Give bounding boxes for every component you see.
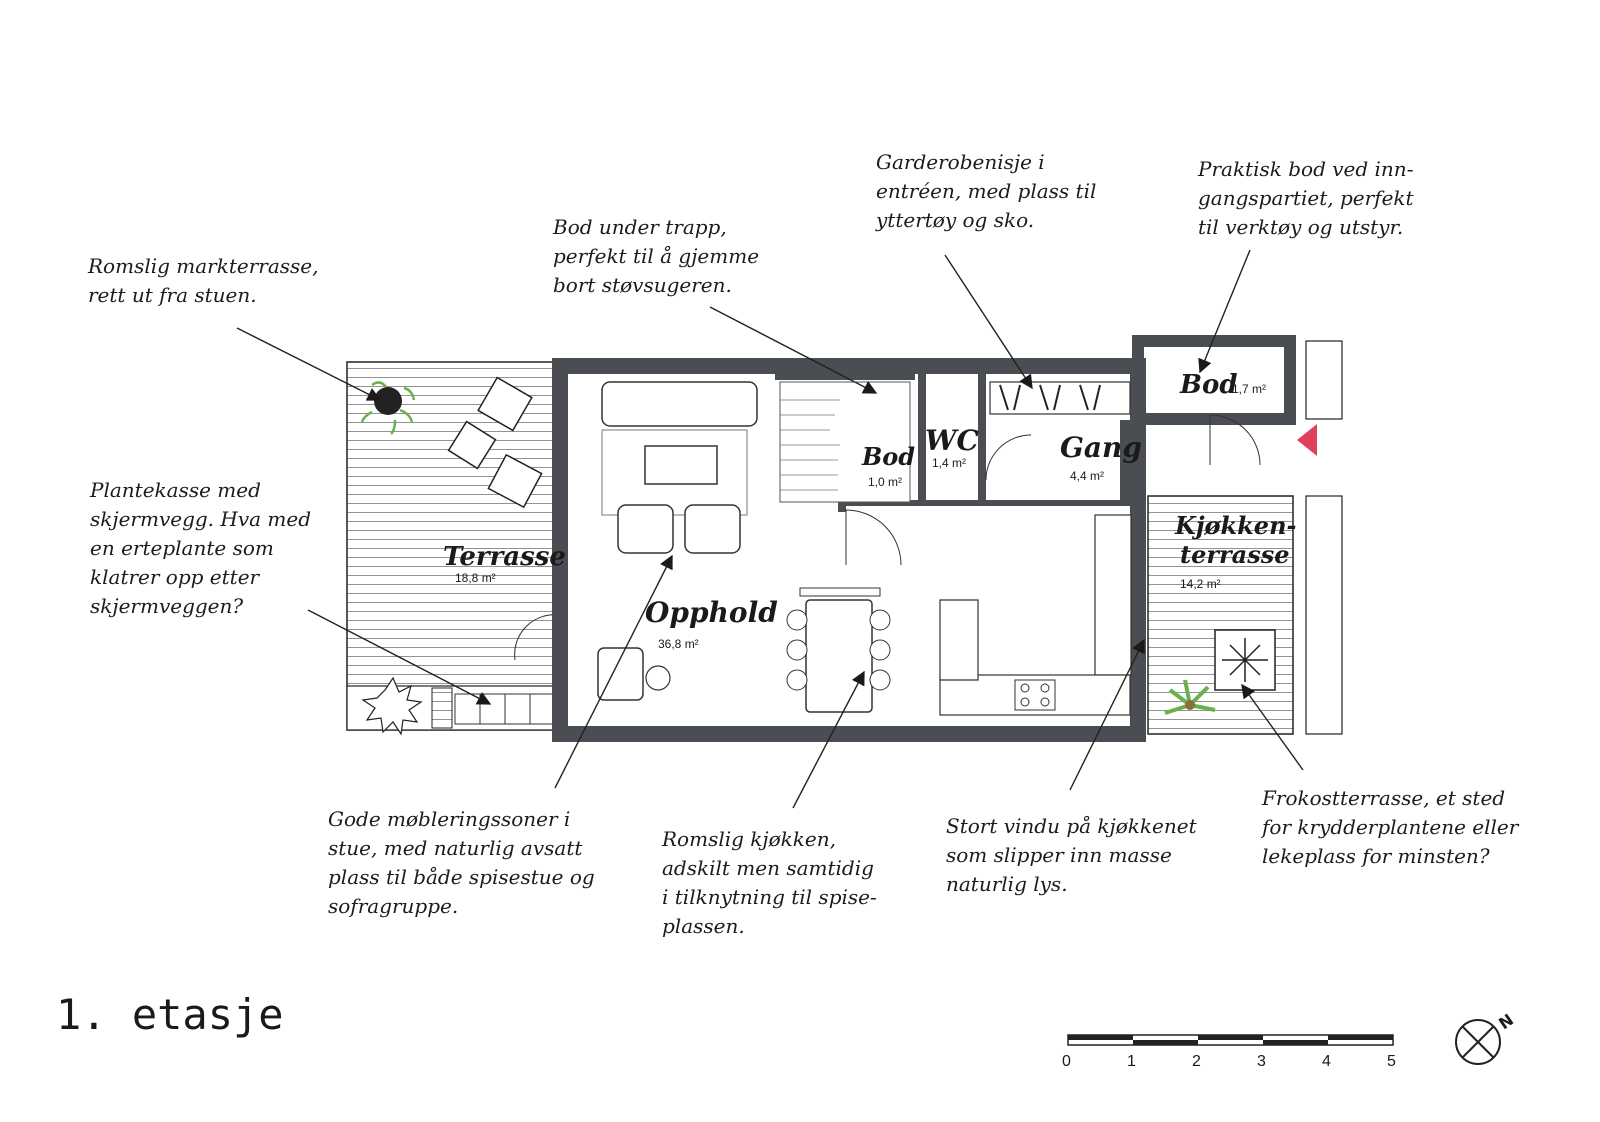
floor-label: 1. etasje [56, 990, 284, 1039]
dining-set [786, 587, 891, 713]
annotation-line: naturlig lys. [946, 872, 1068, 896]
scale-tick-2: 2 [1192, 1053, 1201, 1070]
scale-tick-0: 0 [1062, 1053, 1071, 1070]
building-walls [552, 335, 1296, 742]
annotation-line: Bod under trapp, [553, 215, 727, 239]
room-name-gang: Gang [1060, 431, 1142, 464]
room-area-gang: 4,4 m² [1070, 469, 1104, 483]
room-area-terrasse: 18,8 m² [455, 571, 496, 585]
annotation-line: Romslig kjøkken, [662, 827, 836, 851]
annotation-line: gangspartiet, perfekt [1198, 186, 1414, 210]
annotation-frokost: Frokostterrasse, et sted for krydderplan… [1262, 784, 1518, 871]
annotation-line: Gode møbleringssoner i [328, 807, 571, 831]
planter-box [454, 693, 556, 725]
north-compass-icon: N [1455, 1010, 1517, 1065]
annotation-line: Romslig markterrasse, [88, 254, 319, 278]
room-area-opphold: 36,8 m² [658, 637, 699, 651]
annotation-moblering: Gode møbleringssoner i stue, med naturli… [328, 805, 595, 921]
terrasse-deck [346, 361, 561, 736]
room-name-bod-stair: Bod [861, 442, 915, 471]
annotation-line: Plantekasse med [90, 478, 261, 502]
annotation-line: Stort vindu på kjøkkenet [946, 814, 1197, 838]
room-area-kjokkenterrasse: 14,2 m² [1180, 577, 1221, 591]
annotation-line: for krydderplantene eller [1262, 815, 1519, 839]
annotation-line: adskilt men samtidig [662, 856, 874, 880]
wardrobe-rail [989, 381, 1131, 415]
annotation-line: Frokostterrasse, et sted [1262, 786, 1506, 810]
room-area-wc: 1,4 m² [932, 456, 966, 470]
scale-bar: 0 1 2 3 4 5 [1062, 1034, 1396, 1070]
annotation-bod-trapp: Bod under trapp, perfekt til å gjemme bo… [553, 213, 759, 300]
annotation-line: lekeplass for minsten? [1262, 844, 1490, 868]
scale-tick-5: 5 [1387, 1053, 1396, 1070]
annotation-line: Garderobenisje i [876, 150, 1045, 174]
annotation-line: i tilknytning til spise- [662, 885, 877, 909]
leader-lines [236, 249, 1304, 809]
annotation-line: en erteplante som [90, 536, 274, 560]
annotation-line: skjermvegg. Hva med [90, 507, 312, 531]
annotation-line: sofragruppe. [328, 894, 459, 918]
stairs [779, 381, 911, 503]
annotation-bod-inngang: Praktisk bod ved inn- gangspartiet, perf… [1198, 155, 1414, 242]
annotation-line: klatrer opp etter [90, 565, 260, 589]
room-name-kjokkenterrasse-2: terrasse [1180, 540, 1290, 569]
room-name-bod-entry: Bod [1179, 370, 1238, 400]
room-name-opphold: Opphold [645, 596, 778, 629]
doors [845, 414, 1261, 566]
annotation-line: bort støvsugeren. [553, 273, 732, 297]
room-name-wc: WC [925, 424, 979, 457]
annotation-line: perfekt til å gjemme [553, 244, 760, 268]
sofa-group [597, 381, 758, 701]
annotation-line: rett ut fra stuen. [88, 283, 257, 307]
dining-table-icon [1214, 629, 1276, 691]
entry-arrow-icon [1297, 424, 1317, 456]
room-area-bod-stair: 1,0 m² [868, 475, 902, 489]
annotation-line: til verktøy og utstyr. [1198, 215, 1404, 239]
annotation-line: yttertøy og sko. [876, 208, 1035, 232]
room-area-bod-entry: 1,7 m² [1232, 382, 1266, 396]
annotation-line: plass til både spisestue og [328, 865, 595, 889]
annotation-kjokken: Romslig kjøkken, adskilt men samtidig i … [662, 825, 877, 941]
compass-label: N [1495, 1010, 1517, 1033]
annotation-line: plassen. [662, 914, 745, 938]
annotation-plantekasse: Plantekasse med skjermvegg. Hva med en e… [90, 476, 311, 621]
annotation-line: skjermveggen? [90, 594, 244, 618]
annotation-vindu: Stort vindu på kjøkkenet som slipper inn… [946, 812, 1197, 899]
kjokkenterrasse-deck [1147, 340, 1343, 735]
annotation-line: som slipper inn masse [946, 843, 1172, 867]
annotation-line: Praktisk bod ved inn- [1198, 157, 1414, 181]
room-name-terrasse: Terrasse [443, 542, 566, 572]
annotation-garderobe: Garderobenisje i entréen, med plass til … [876, 148, 1096, 235]
palm-plant-icon [1164, 679, 1216, 715]
annotation-line: entréen, med plass til [876, 179, 1097, 203]
annotation-markterrasse: Romslig markterrasse, rett ut fra stuen. [88, 252, 319, 310]
annotation-line: stue, med naturlig avsatt [328, 836, 583, 860]
scale-tick-4: 4 [1322, 1053, 1331, 1070]
room-name-kjokkenterrasse-1: Kjøkken- [1174, 511, 1297, 540]
deck-chair-icon [447, 376, 543, 509]
scale-tick-3: 3 [1257, 1053, 1266, 1070]
shrub-icon [361, 676, 423, 736]
scale-tick-1: 1 [1127, 1053, 1136, 1070]
kitchen-counter [939, 514, 1132, 716]
